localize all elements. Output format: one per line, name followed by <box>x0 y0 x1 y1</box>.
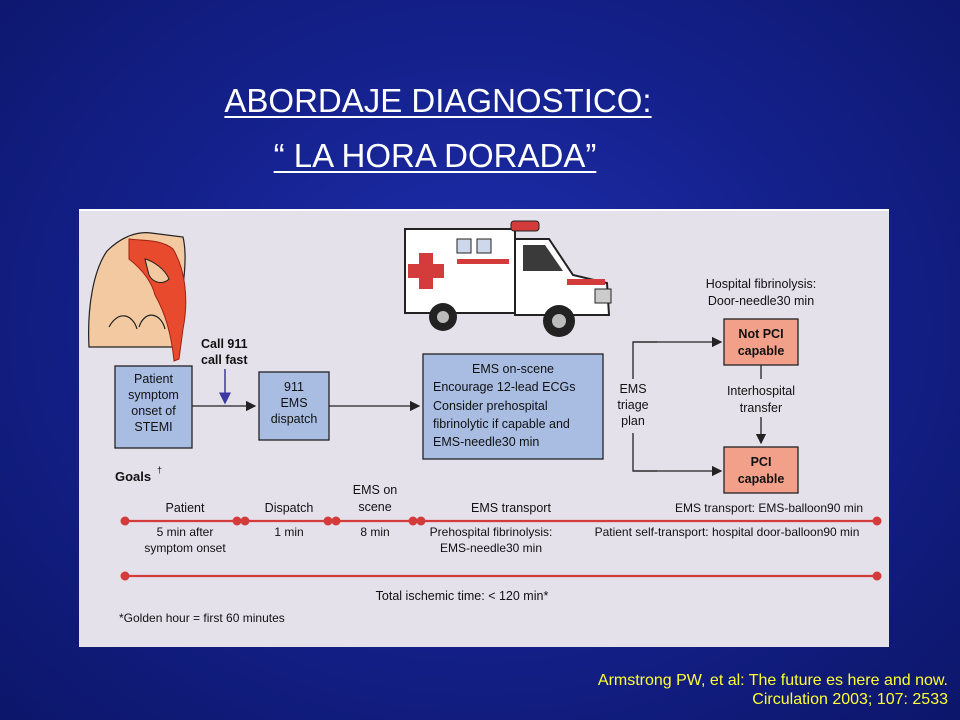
svg-text:symptom: symptom <box>128 388 179 402</box>
ems-on-scene-box: EMS on-scene Encourage 12-lead ECGs Cons… <box>422 353 604 460</box>
timeline-ems-balloon-label: EMS transport: EMS-balloon90 min <box>675 501 863 515</box>
call-911-label: Call 911 <box>201 337 248 351</box>
goals-timeline <box>120 516 882 526</box>
not-pci-capable-box: Not PCI capable <box>723 318 799 366</box>
patient-symptom-onset-box: Patient symptom onset of STEMI <box>114 365 193 449</box>
svg-text:fibrinolytic if capable and: fibrinolytic if capable and <box>433 417 570 431</box>
svg-text:STEMI: STEMI <box>134 420 172 434</box>
prehospital-fibrinolysis-line1: Prehospital fibrinolysis: <box>430 525 553 539</box>
patient-time-line2: symptom onset <box>144 541 226 555</box>
hospital-fibrinolysis-label: Hospital fibrinolysis: <box>706 277 816 291</box>
slide-title-line2: “ LA HORA DORADA” <box>273 137 597 174</box>
prehospital-fibrinolysis-line2: EMS-needle30 min <box>440 541 542 555</box>
timeline-dispatch-label: Dispatch <box>265 501 314 515</box>
self-transport-label: Patient self-transport: hospital door-ba… <box>595 525 860 539</box>
transfer-label: transfer <box>740 401 782 415</box>
patient-time-line1: 5 min after <box>157 525 214 539</box>
svg-text:capable: capable <box>738 472 785 486</box>
ems-dispatch-box: 911 EMS dispatch <box>258 371 330 441</box>
goals-label: Goals <box>115 469 151 484</box>
goals-dagger: † <box>157 465 162 475</box>
svg-text:plan: plan <box>621 414 645 428</box>
golden-hour-footnote: *Golden hour = first 60 minutes <box>119 611 285 625</box>
timeline-ems-on-label: EMS on <box>353 483 398 497</box>
svg-text:Patient: Patient <box>134 372 173 386</box>
patient-chest-pain-illustration <box>88 232 187 362</box>
dispatch-time: 1 min <box>274 525 303 539</box>
total-ischemic-timeline <box>120 571 882 581</box>
citation: Armstrong PW, et al: The future es here … <box>598 671 948 709</box>
svg-text:911: 911 <box>284 380 304 394</box>
svg-text:dispatch: dispatch <box>271 412 318 426</box>
interhospital-label: Interhospital <box>727 384 795 398</box>
svg-text:onset of: onset of <box>131 404 176 418</box>
door-needle-label: Door-needle30 min <box>708 294 814 308</box>
total-ischemic-time-label: Total ischemic time: < 120 min* <box>376 589 549 603</box>
citation-line1: Armstrong PW, et al: The future es here … <box>597 672 948 689</box>
svg-text:Consider prehospital: Consider prehospital <box>433 399 548 413</box>
timeline-patient-label: Patient <box>166 501 205 515</box>
ems-triage-plan: EMS triage plan <box>611 336 723 477</box>
timeline-scene-label: scene <box>358 500 391 514</box>
svg-text:Encourage 12-lead ECGs: Encourage 12-lead ECGs <box>433 380 575 394</box>
citation-line2: Circulation 2003; 107: 2533 <box>752 691 948 708</box>
svg-text:EMS-needle30 min: EMS-needle30 min <box>433 435 539 449</box>
svg-text:EMS: EMS <box>619 382 646 396</box>
svg-text:triage: triage <box>617 398 648 412</box>
svg-text:EMS on-scene: EMS on-scene <box>472 362 554 376</box>
svg-text:Not PCI: Not PCI <box>738 327 783 341</box>
pci-capable-box: PCI capable <box>723 446 799 494</box>
slide-title-line1: ABORDAJE DIAGNOSTICO: <box>224 82 652 119</box>
svg-text:EMS: EMS <box>280 396 307 410</box>
call-fast-label: call fast <box>201 353 248 367</box>
golden-hour-figure: Patient symptom onset of STEMI Call 911 … <box>79 209 889 647</box>
ambulance-icon <box>404 220 612 337</box>
figure-top-border <box>79 209 889 211</box>
svg-text:capable: capable <box>738 344 785 358</box>
scene-time: 8 min <box>360 525 389 539</box>
timeline-ems-transport-label: EMS transport <box>471 501 551 515</box>
svg-text:PCI: PCI <box>751 455 772 469</box>
